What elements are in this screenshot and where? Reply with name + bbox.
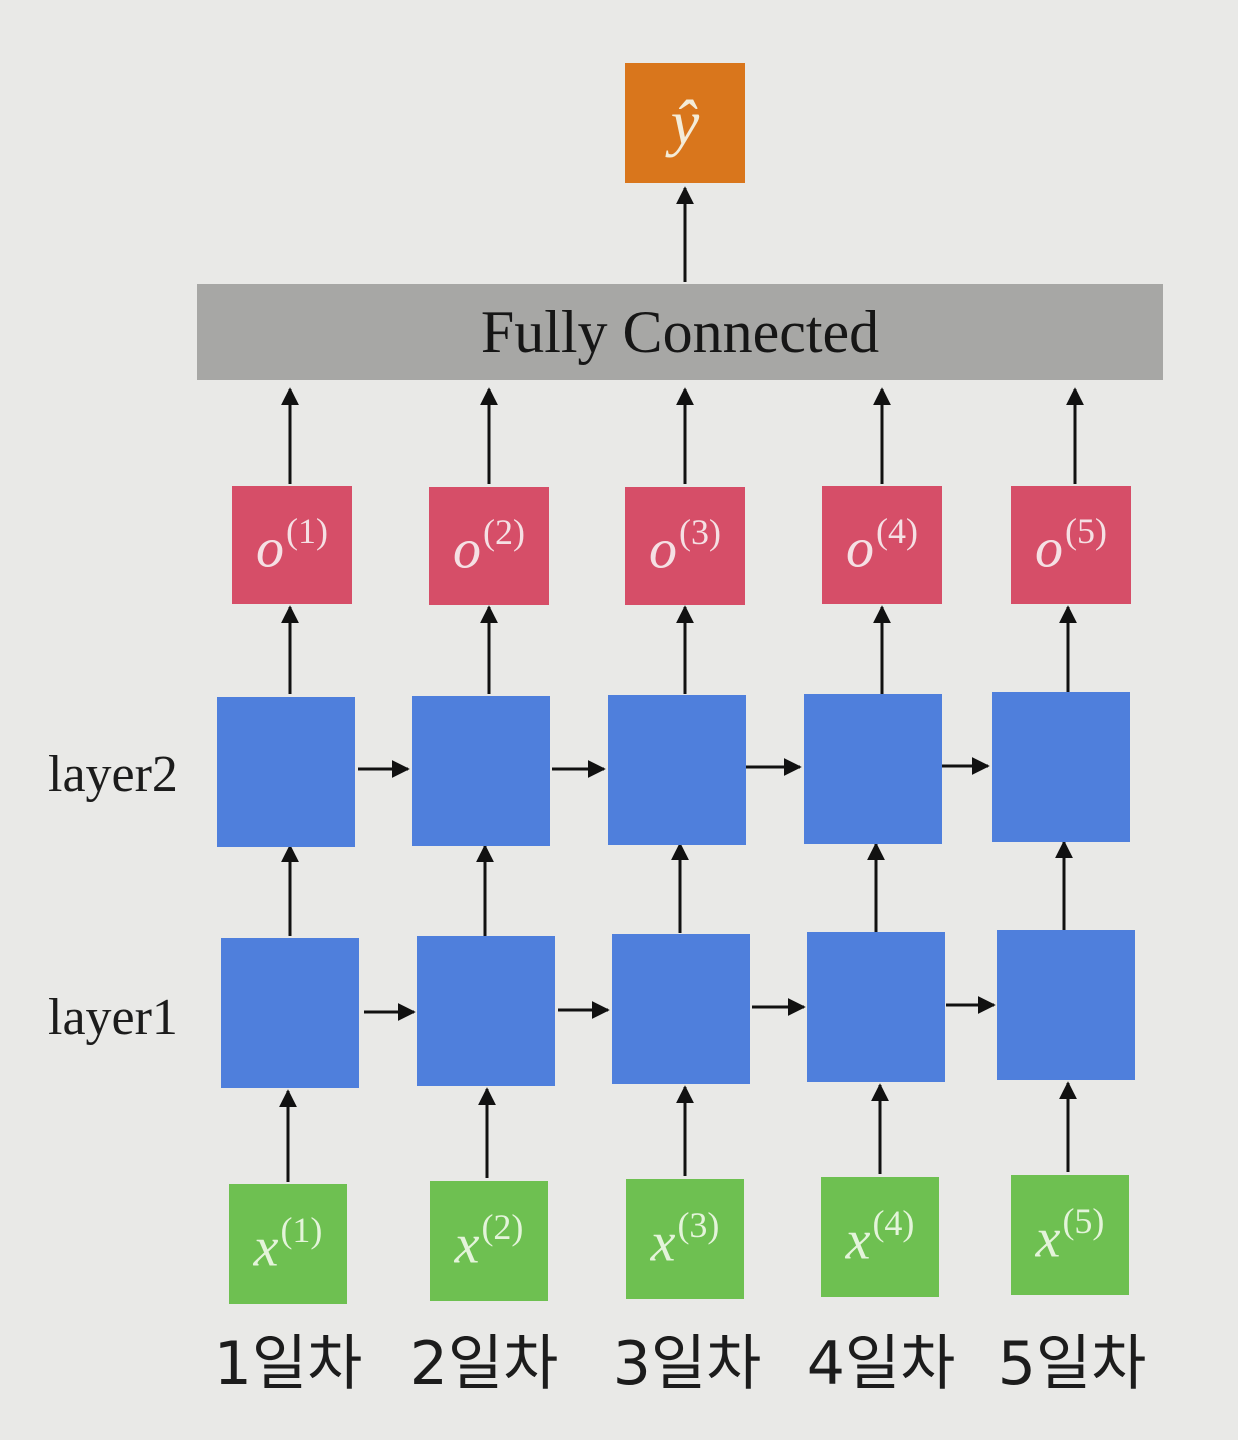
layer1-cell-1 <box>221 938 359 1088</box>
layer1-cell-3 <box>612 934 750 1084</box>
output-node: ŷ <box>625 63 745 183</box>
output-label: ŷ <box>670 87 700 158</box>
input-x5-label: x(5) <box>1035 1201 1105 1270</box>
input-node-x5: x(5) <box>1011 1175 1129 1295</box>
output-o3-label: o(3) <box>649 512 721 581</box>
layer2-cell-5 <box>992 692 1130 842</box>
output-o1-label: o(1) <box>256 511 328 580</box>
input-x2-label: x(2) <box>454 1207 524 1276</box>
output-node-o4: o(4) <box>822 486 942 604</box>
layer2-cell-1 <box>217 697 355 847</box>
layer1-cell-4 <box>807 932 945 1082</box>
layer2-label: layer2 <box>48 746 178 803</box>
fully-connected-label: Fully Connected <box>480 298 880 365</box>
input-node-x1: x(1) <box>229 1184 347 1304</box>
input-x1-label: x(1) <box>253 1210 323 1279</box>
layer1-cell-2 <box>417 936 555 1086</box>
input-x4-label: x(4) <box>845 1203 915 1272</box>
input-x3-label: x(3) <box>650 1205 720 1274</box>
input-node-x3: x(3) <box>626 1179 744 1299</box>
layer1-label: layer1 <box>48 989 178 1046</box>
output-node-o1: o(1) <box>232 486 352 604</box>
day-label-3: 3일차 <box>612 1329 762 1399</box>
output-o4-label: o(4) <box>846 511 918 580</box>
output-node-o3: o(3) <box>625 487 745 605</box>
output-o5-label: o(5) <box>1035 511 1107 580</box>
layer2-cell-2 <box>412 696 550 846</box>
day-label-1: 1일차 <box>213 1329 363 1399</box>
day-label-4: 4일차 <box>806 1329 956 1399</box>
day-label-2: 2일차 <box>409 1329 559 1399</box>
output-o2-label: o(2) <box>453 512 525 581</box>
fully-connected-layer: Fully Connected <box>197 284 1163 380</box>
layer2-cell-4 <box>804 694 942 844</box>
input-node-x4: x(4) <box>821 1177 939 1297</box>
day-label-5: 5일차 <box>997 1329 1147 1399</box>
output-node-o5: o(5) <box>1011 486 1131 604</box>
input-node-x2: x(2) <box>430 1181 548 1301</box>
output-node-o2: o(2) <box>429 487 549 605</box>
layer2-cell-3 <box>608 695 746 845</box>
layer1-cell-5 <box>997 930 1135 1080</box>
